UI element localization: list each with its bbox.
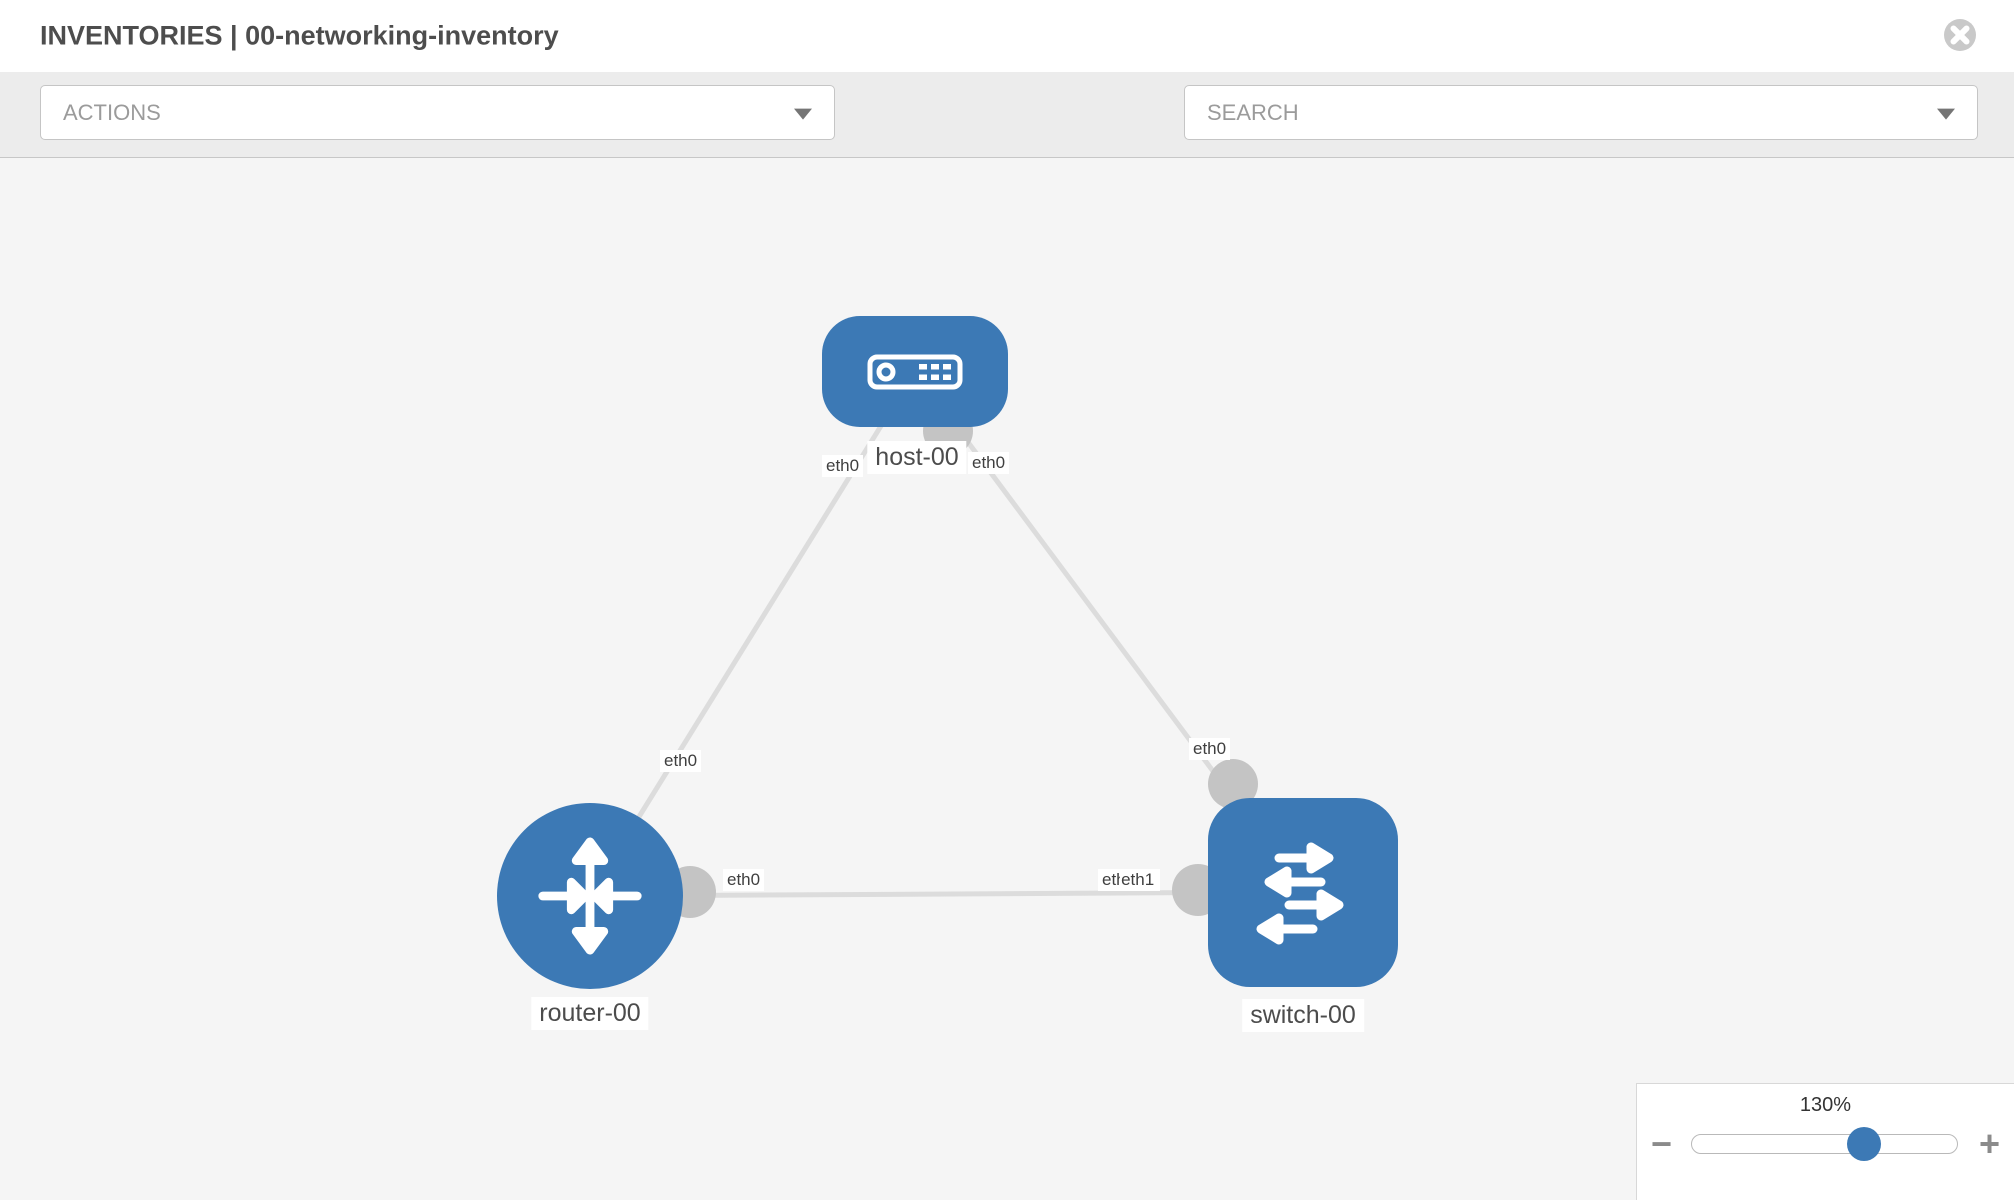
topology-canvas[interactable]: host-00 router-00 switch-00 eth0 eth0 et… — [0, 158, 2014, 1200]
zoom-control-panel: 130% − + — [1636, 1083, 2014, 1200]
zoom-slider-row: − + — [1637, 1124, 2014, 1164]
page-title: INVENTORIES | 00-networking-inventory — [40, 20, 559, 51]
interface-label: eth0 — [822, 455, 864, 477]
node-switch-00[interactable] — [1208, 798, 1398, 987]
switch-icon — [1256, 842, 1344, 944]
topology-links-layer — [587, 369, 1306, 918]
search-dropdown-label: SEARCH — [1207, 99, 1299, 125]
toolbar: ACTIONS SEARCH — [0, 72, 2014, 205]
zoom-slider-track[interactable] — [1691, 1127, 1958, 1161]
actions-dropdown-label: ACTIONS — [63, 99, 161, 125]
interface-label: eth0 — [723, 869, 765, 891]
router-icon — [538, 837, 642, 955]
zoom-slider-handle[interactable] — [1847, 1127, 1881, 1161]
search-dropdown[interactable]: SEARCH — [1184, 85, 1978, 140]
node-label-host: host-00 — [867, 441, 967, 474]
host-icon — [867, 354, 963, 389]
close-button[interactable] — [1941, 16, 1979, 54]
zoom-level-value: 130% — [1799, 1094, 1852, 1116]
interface-label-overlapping: eth0eth1 — [1098, 869, 1161, 891]
node-router-00[interactable] — [497, 803, 683, 989]
interface-label: eth0 — [660, 750, 702, 772]
interface-label: eth1 — [1120, 869, 1157, 890]
node-host-00[interactable] — [822, 316, 1008, 427]
chevron-down-icon — [1937, 108, 1955, 120]
interface-label: eth0 — [1189, 738, 1231, 760]
chevron-down-icon — [794, 108, 812, 120]
zoom-in-button[interactable]: + — [1978, 1123, 2000, 1164]
interface-connector — [1208, 759, 1258, 809]
actions-dropdown[interactable]: ACTIONS — [40, 85, 835, 140]
zoom-out-button[interactable]: − — [1651, 1123, 1673, 1164]
node-label-router: router-00 — [531, 997, 649, 1030]
interface-label: eth0 — [968, 452, 1010, 474]
close-icon — [1944, 19, 1976, 51]
header: INVENTORIES | 00-networking-inventory — [0, 0, 2014, 72]
node-label-switch: switch-00 — [1242, 999, 1364, 1032]
